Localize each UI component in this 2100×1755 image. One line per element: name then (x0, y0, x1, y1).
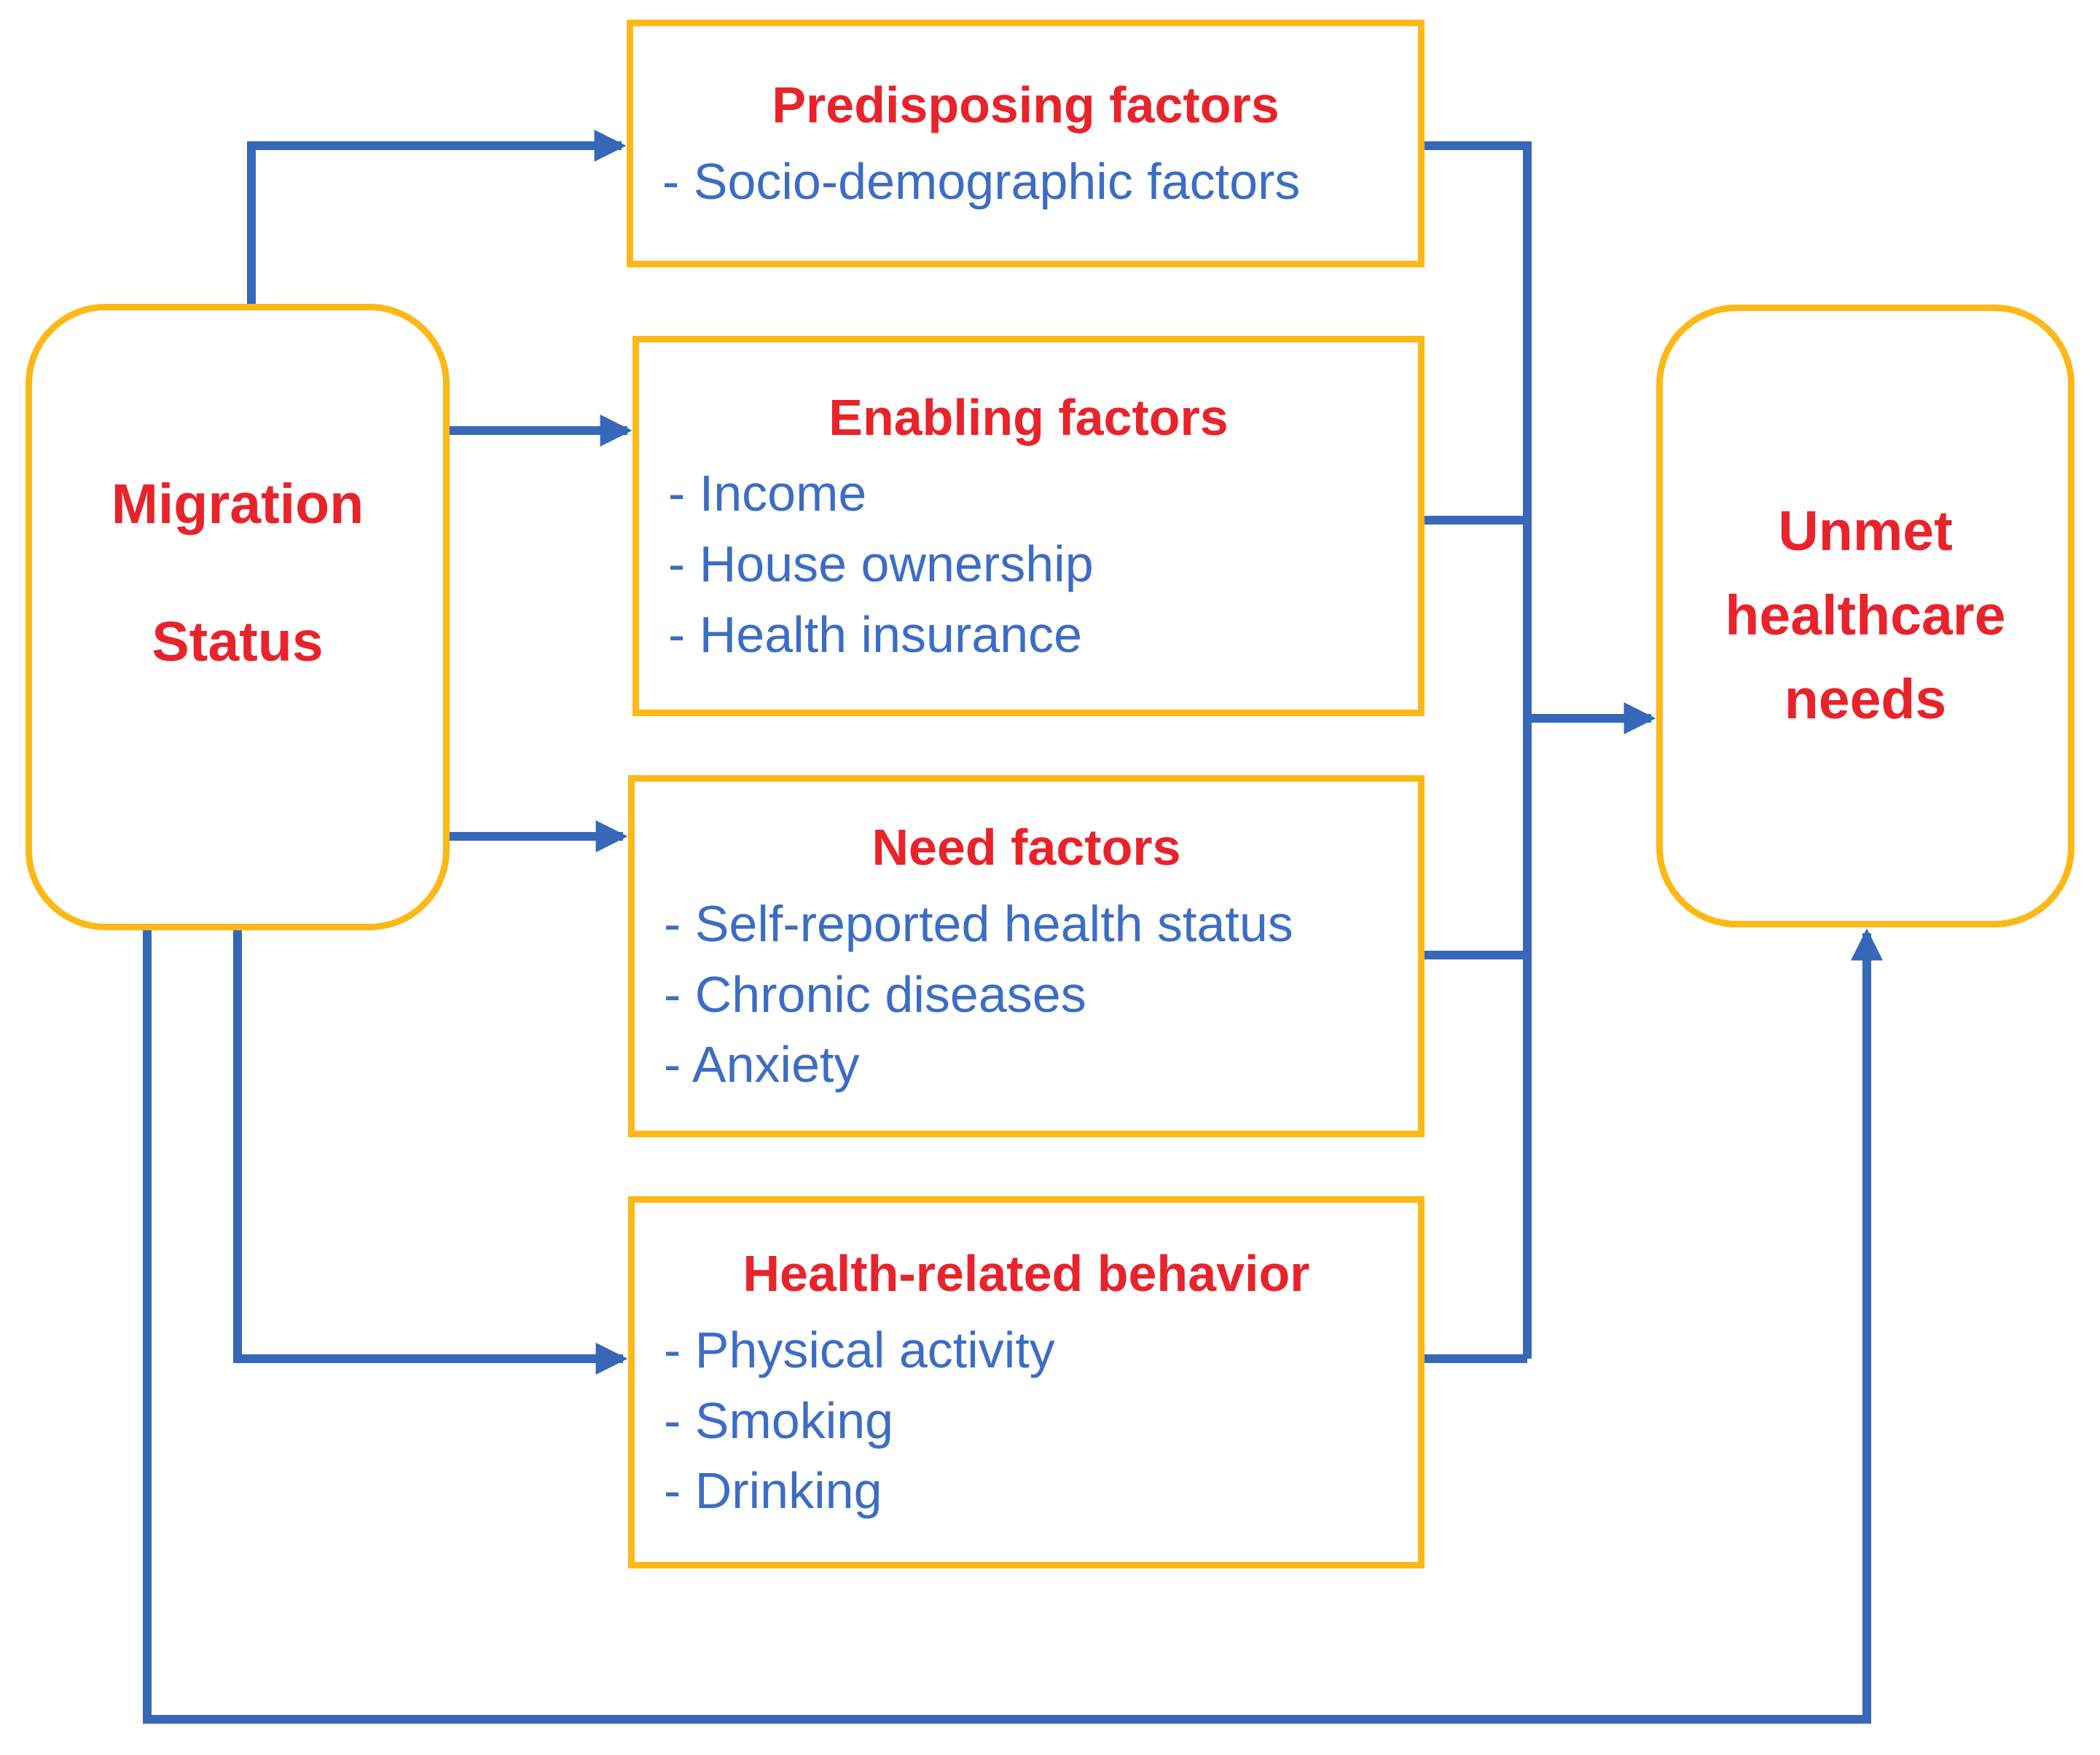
factor-item: - Socio-demographic factors (662, 153, 1301, 210)
migration-status-node: Migration Status (26, 304, 450, 930)
factor-item: - Physical activity (664, 1321, 1055, 1378)
arrow-migration-to-unmet-direct (143, 928, 1883, 1724)
enabling-factors-box: Enabling factors - Income - House owners… (632, 336, 1425, 716)
predisposing-factors-box: Predisposing factors - Socio-demographic… (627, 20, 1425, 267)
arrow-migration-to-predisposing (247, 130, 627, 304)
node-label-line: Status (152, 610, 324, 673)
factor-item: - Smoking (664, 1391, 894, 1449)
factor-item: - House ownership (668, 535, 1094, 592)
arrow-migration-to-behavior (233, 930, 628, 1375)
node-label-line: Migration (111, 473, 364, 535)
factor-box-title: Health-related behavior (743, 1245, 1310, 1303)
node-label-line: needs (1784, 668, 1947, 731)
node-label-line: Unmet (1778, 500, 1953, 563)
health-related-behavior-box: Health-related behavior - Physical activ… (628, 1196, 1425, 1568)
factor-box-title: Predisposing factors (772, 76, 1280, 134)
factor-item: - Anxiety (664, 1036, 860, 1094)
factor-item: - Health insurance (668, 605, 1083, 663)
need-factors-box: Need factors - Self-reported health stat… (628, 775, 1425, 1137)
factor-item: - Self-reported health status (664, 895, 1293, 952)
factor-box-title: Enabling factors (828, 388, 1229, 446)
unmet-healthcare-needs-node: Unmet healthcare needs (1656, 305, 2074, 927)
factor-item: - Income (668, 465, 867, 522)
node-label-line: healthcare (1725, 584, 2006, 647)
factor-box-title: Need factors (871, 819, 1181, 876)
factor-item: - Drinking (664, 1462, 882, 1520)
factor-item: - Chronic diseases (664, 965, 1086, 1023)
